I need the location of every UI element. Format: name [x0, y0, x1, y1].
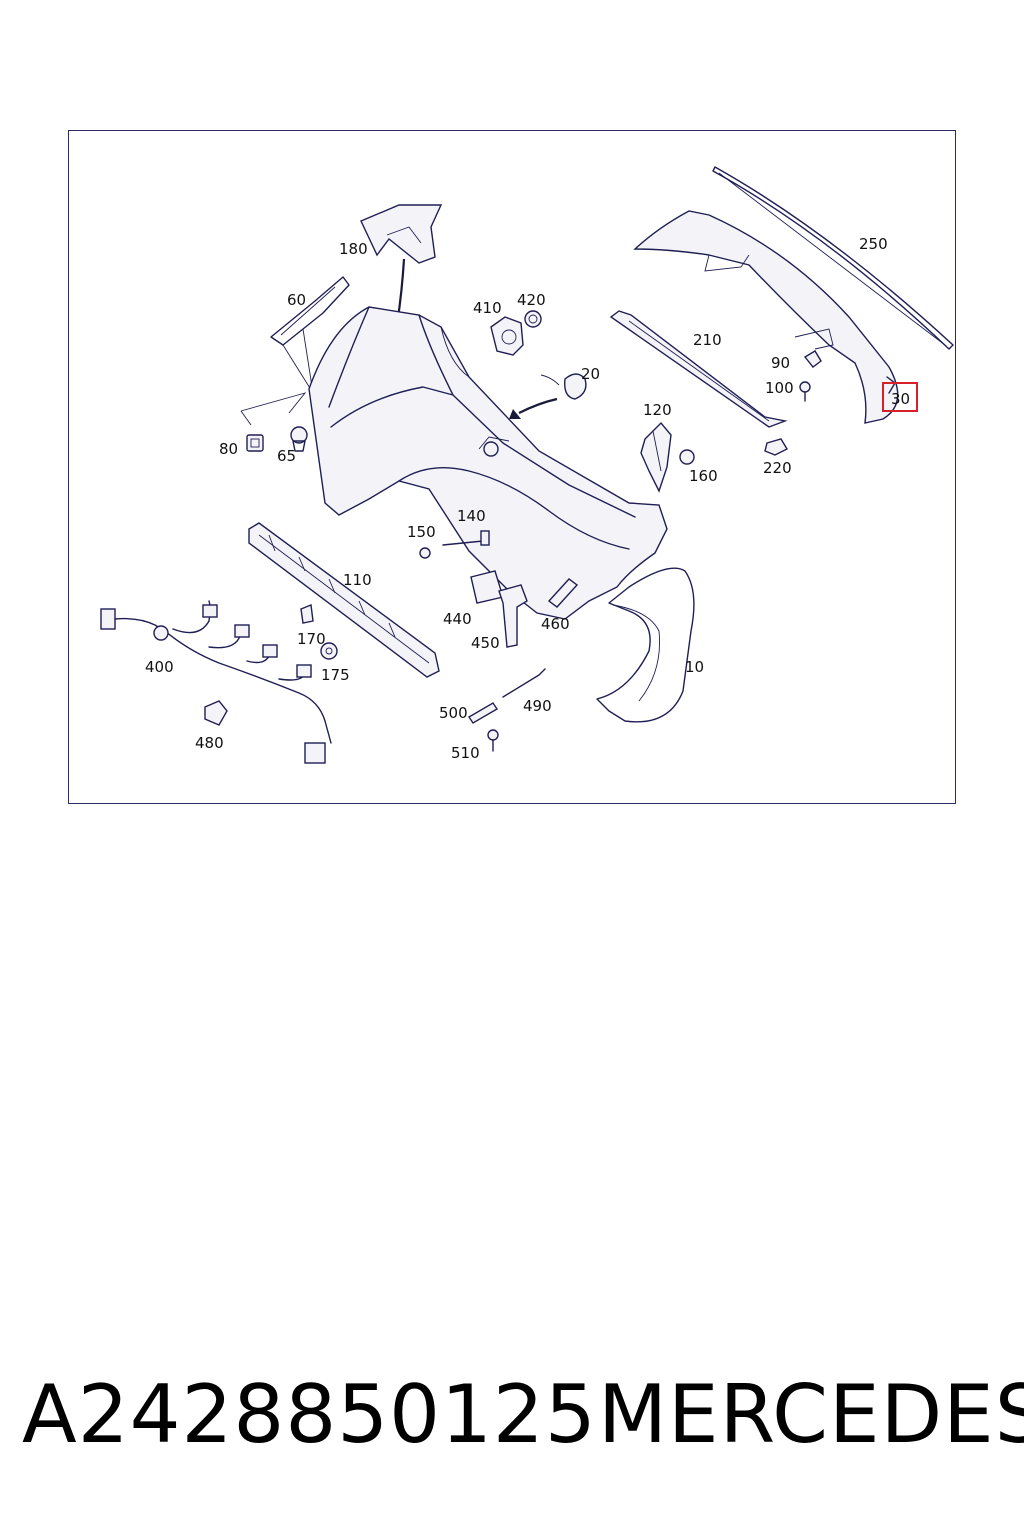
- label-140: 140: [457, 507, 486, 525]
- part-180-bracket: [360, 204, 443, 264]
- label-170: 170: [297, 630, 326, 648]
- label-500: 500: [439, 704, 468, 722]
- label-480: 480: [195, 734, 224, 752]
- part-10-bumper-cover: [308, 306, 695, 723]
- part-250-diffuser: [633, 166, 954, 424]
- label-20: 20: [581, 365, 600, 383]
- label-410: 410: [473, 299, 502, 317]
- part-65-clip: [290, 426, 308, 452]
- label-90: 90: [771, 354, 790, 372]
- part-170-clip: [300, 604, 314, 624]
- part-460-bracket: [547, 578, 579, 608]
- label-420: 420: [517, 291, 546, 309]
- part-220-nut: [764, 438, 788, 456]
- part-175-clip: [320, 642, 338, 660]
- label-10: 10: [685, 658, 704, 676]
- part-510-screw: [487, 729, 499, 752]
- part-110-absorber: [248, 522, 440, 678]
- highlight-box-30: [882, 382, 918, 412]
- label-460: 460: [541, 615, 570, 633]
- part-100-screw: [799, 381, 811, 402]
- part-150-washer: [419, 547, 431, 559]
- arrow-20-head: [509, 409, 521, 419]
- part-number: A2428850125: [22, 1368, 597, 1461]
- part-450-bracket: [498, 584, 528, 648]
- label-110: 110: [343, 571, 372, 589]
- label-65: 65: [277, 447, 296, 465]
- part-20-cap: [540, 373, 587, 400]
- label-100: 100: [765, 379, 794, 397]
- part-80-clip: [246, 434, 264, 452]
- part-160-clip: [679, 449, 695, 465]
- footer: A2428850125 MERCEDES: [0, 1368, 1024, 1478]
- label-210: 210: [693, 331, 722, 349]
- label-450: 450: [471, 634, 500, 652]
- brand-name: MERCEDES: [598, 1368, 1024, 1461]
- label-180: 180: [339, 240, 368, 258]
- part-500-bracket: [468, 702, 498, 724]
- part-400-harness: [100, 600, 332, 764]
- part-60-trim: [270, 276, 350, 394]
- label-400: 400: [145, 658, 174, 676]
- label-160: 160: [689, 467, 718, 485]
- leader-80: [240, 410, 252, 426]
- label-510: 510: [451, 744, 480, 762]
- label-220: 220: [763, 459, 792, 477]
- label-490: 490: [523, 697, 552, 715]
- label-120: 120: [643, 401, 672, 419]
- label-440: 440: [443, 610, 472, 628]
- bumper-exploded-view: 10 20 30 60 65 80 90 100 110 120 140 150…: [100, 166, 954, 764]
- part-210-strip: [609, 310, 788, 428]
- leader-80-65: [240, 392, 307, 414]
- part-140-bolt: [442, 530, 490, 546]
- label-175: 175: [321, 666, 350, 684]
- parts-diagram: 10 20 30 60 65 80 90 100 110 120 140 150…: [68, 130, 956, 804]
- label-60: 60: [287, 291, 306, 309]
- part-480-clip: [204, 700, 228, 726]
- part-120-bracket: [640, 421, 672, 493]
- label-30: 30: [891, 390, 910, 408]
- part-420-ring: [524, 310, 542, 328]
- label-80: 80: [219, 440, 238, 458]
- label-250: 250: [859, 235, 888, 253]
- label-150: 150: [407, 523, 436, 541]
- part-490-rod: [502, 668, 546, 698]
- part-90-clip: [803, 350, 822, 368]
- arrow-20: [518, 397, 558, 414]
- part-410-sensor: [490, 316, 524, 356]
